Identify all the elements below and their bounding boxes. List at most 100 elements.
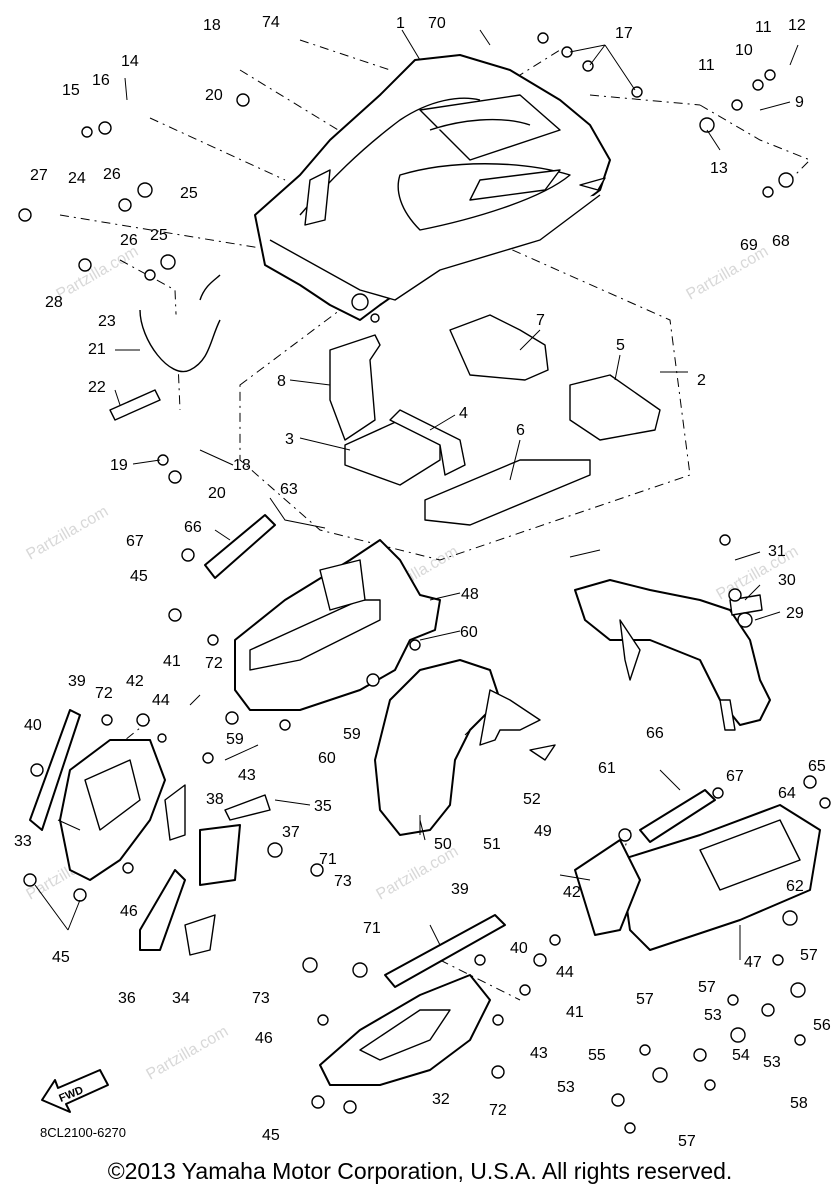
callout: 41 xyxy=(566,1004,584,1021)
callout: 66 xyxy=(646,725,664,742)
callout: 5 xyxy=(616,337,625,354)
callout: 57 xyxy=(698,979,716,996)
callout: 72 xyxy=(489,1102,507,1119)
callout: 9 xyxy=(795,94,804,111)
callout: 44 xyxy=(556,964,574,981)
part-66-bracket-upper xyxy=(204,514,276,579)
watermark-text: Partzilla.com xyxy=(144,1023,232,1084)
callout: 45 xyxy=(130,568,148,585)
callout: 60 xyxy=(318,750,336,767)
callout: 8 xyxy=(277,373,286,390)
callout: 26 xyxy=(103,166,121,183)
callout: 71 xyxy=(363,920,381,937)
callout: 6 xyxy=(516,422,525,439)
callout: 57 xyxy=(800,947,818,964)
callout: 27 xyxy=(30,167,48,184)
watermark-text: Partzilla.com xyxy=(24,503,112,564)
callout: 22 xyxy=(88,379,106,396)
callout: 53 xyxy=(704,1007,722,1024)
part-5-pad xyxy=(569,374,661,441)
part-51-seal xyxy=(479,689,541,746)
part-34-bracket xyxy=(184,914,216,956)
callout: 42 xyxy=(563,884,581,901)
callout: 39 xyxy=(451,881,469,898)
callout: 72 xyxy=(205,655,223,672)
callout: 55 xyxy=(588,1047,606,1064)
callout: 69 xyxy=(740,237,758,254)
callout: 67 xyxy=(726,768,744,785)
diagram-code: 8CL2100-6270 xyxy=(40,1125,127,1140)
callout: 72 xyxy=(95,685,113,702)
callout: 59 xyxy=(226,731,244,748)
callout: 73 xyxy=(334,873,352,890)
watermark-text: Partzilla.com xyxy=(54,243,142,304)
callout: 18 xyxy=(233,457,251,474)
callout: 21 xyxy=(88,341,106,358)
callout: 10 xyxy=(735,42,753,59)
callout: 70 xyxy=(428,15,446,32)
callout: 53 xyxy=(557,1079,575,1096)
part-48-inner-panel xyxy=(234,539,441,711)
part-8-pad xyxy=(329,334,381,441)
callout: 65 xyxy=(808,758,826,775)
part-47-side-panel-right xyxy=(619,804,821,951)
part-21-cable xyxy=(139,274,221,373)
part-35-guard xyxy=(224,794,271,821)
part-49-side-panel-front xyxy=(574,839,641,936)
callout: 53 xyxy=(763,1054,781,1071)
callout: 61 xyxy=(598,760,616,777)
callout: 4 xyxy=(459,405,468,422)
callout: 45 xyxy=(52,949,70,966)
callout: 74 xyxy=(262,14,280,31)
part-39-strip-lower xyxy=(384,914,506,988)
callout: 66 xyxy=(184,519,202,536)
callout: 35 xyxy=(314,798,332,815)
callout: 57 xyxy=(636,991,654,1008)
callout: 45 xyxy=(262,1127,280,1144)
callout: 58 xyxy=(790,1095,808,1112)
part-6-pad xyxy=(424,459,591,526)
part-66-bracket-lower xyxy=(639,789,716,843)
callout: 2 xyxy=(697,372,706,389)
callout: 52 xyxy=(523,791,541,808)
callout: 43 xyxy=(238,767,256,784)
callout-labels: 1 2 3 4 5 6 7 8 9 10 11 11 12 13 14 15 1… xyxy=(14,14,831,1150)
callout: 18 xyxy=(203,17,221,34)
part-50-panel-seal xyxy=(374,659,501,836)
callout: 48 xyxy=(461,586,479,603)
part-29-frame xyxy=(574,579,771,731)
watermark-text: Partzilla.com xyxy=(684,243,772,304)
part-7-pad xyxy=(449,314,549,381)
callout: 68 xyxy=(772,233,790,250)
callout: 30 xyxy=(778,572,796,589)
callout: 20 xyxy=(205,87,223,104)
callout: 46 xyxy=(120,903,138,920)
callout: 32 xyxy=(432,1091,450,1108)
callout: 51 xyxy=(483,836,501,853)
callout: 49 xyxy=(534,823,552,840)
callout: 40 xyxy=(24,717,42,734)
part-32-side-panel-lower xyxy=(319,974,491,1086)
callout: 37 xyxy=(282,824,300,841)
callout: 12 xyxy=(788,17,806,34)
callout: 15 xyxy=(62,82,80,99)
callout: 42 xyxy=(126,673,144,690)
part-group-2-cowl-padding xyxy=(329,314,661,526)
callout: 59 xyxy=(343,726,361,743)
callout: 11 xyxy=(755,19,772,36)
callout: 71 xyxy=(319,851,337,868)
callout: 41 xyxy=(163,653,181,670)
callout: 62 xyxy=(786,878,804,895)
leader-lines xyxy=(34,29,799,960)
callout: 20 xyxy=(208,485,226,502)
callout: 28 xyxy=(45,294,63,311)
callout: 26 xyxy=(120,232,138,249)
callout: 43 xyxy=(530,1045,548,1062)
callout: 25 xyxy=(180,185,198,202)
callout: 73 xyxy=(252,990,270,1007)
callout: 31 xyxy=(768,543,786,560)
fwd-arrow-icon: FWD xyxy=(41,1069,109,1113)
callout: 36 xyxy=(118,990,136,1007)
callout: 7 xyxy=(536,312,545,329)
callout: 40 xyxy=(510,940,528,957)
